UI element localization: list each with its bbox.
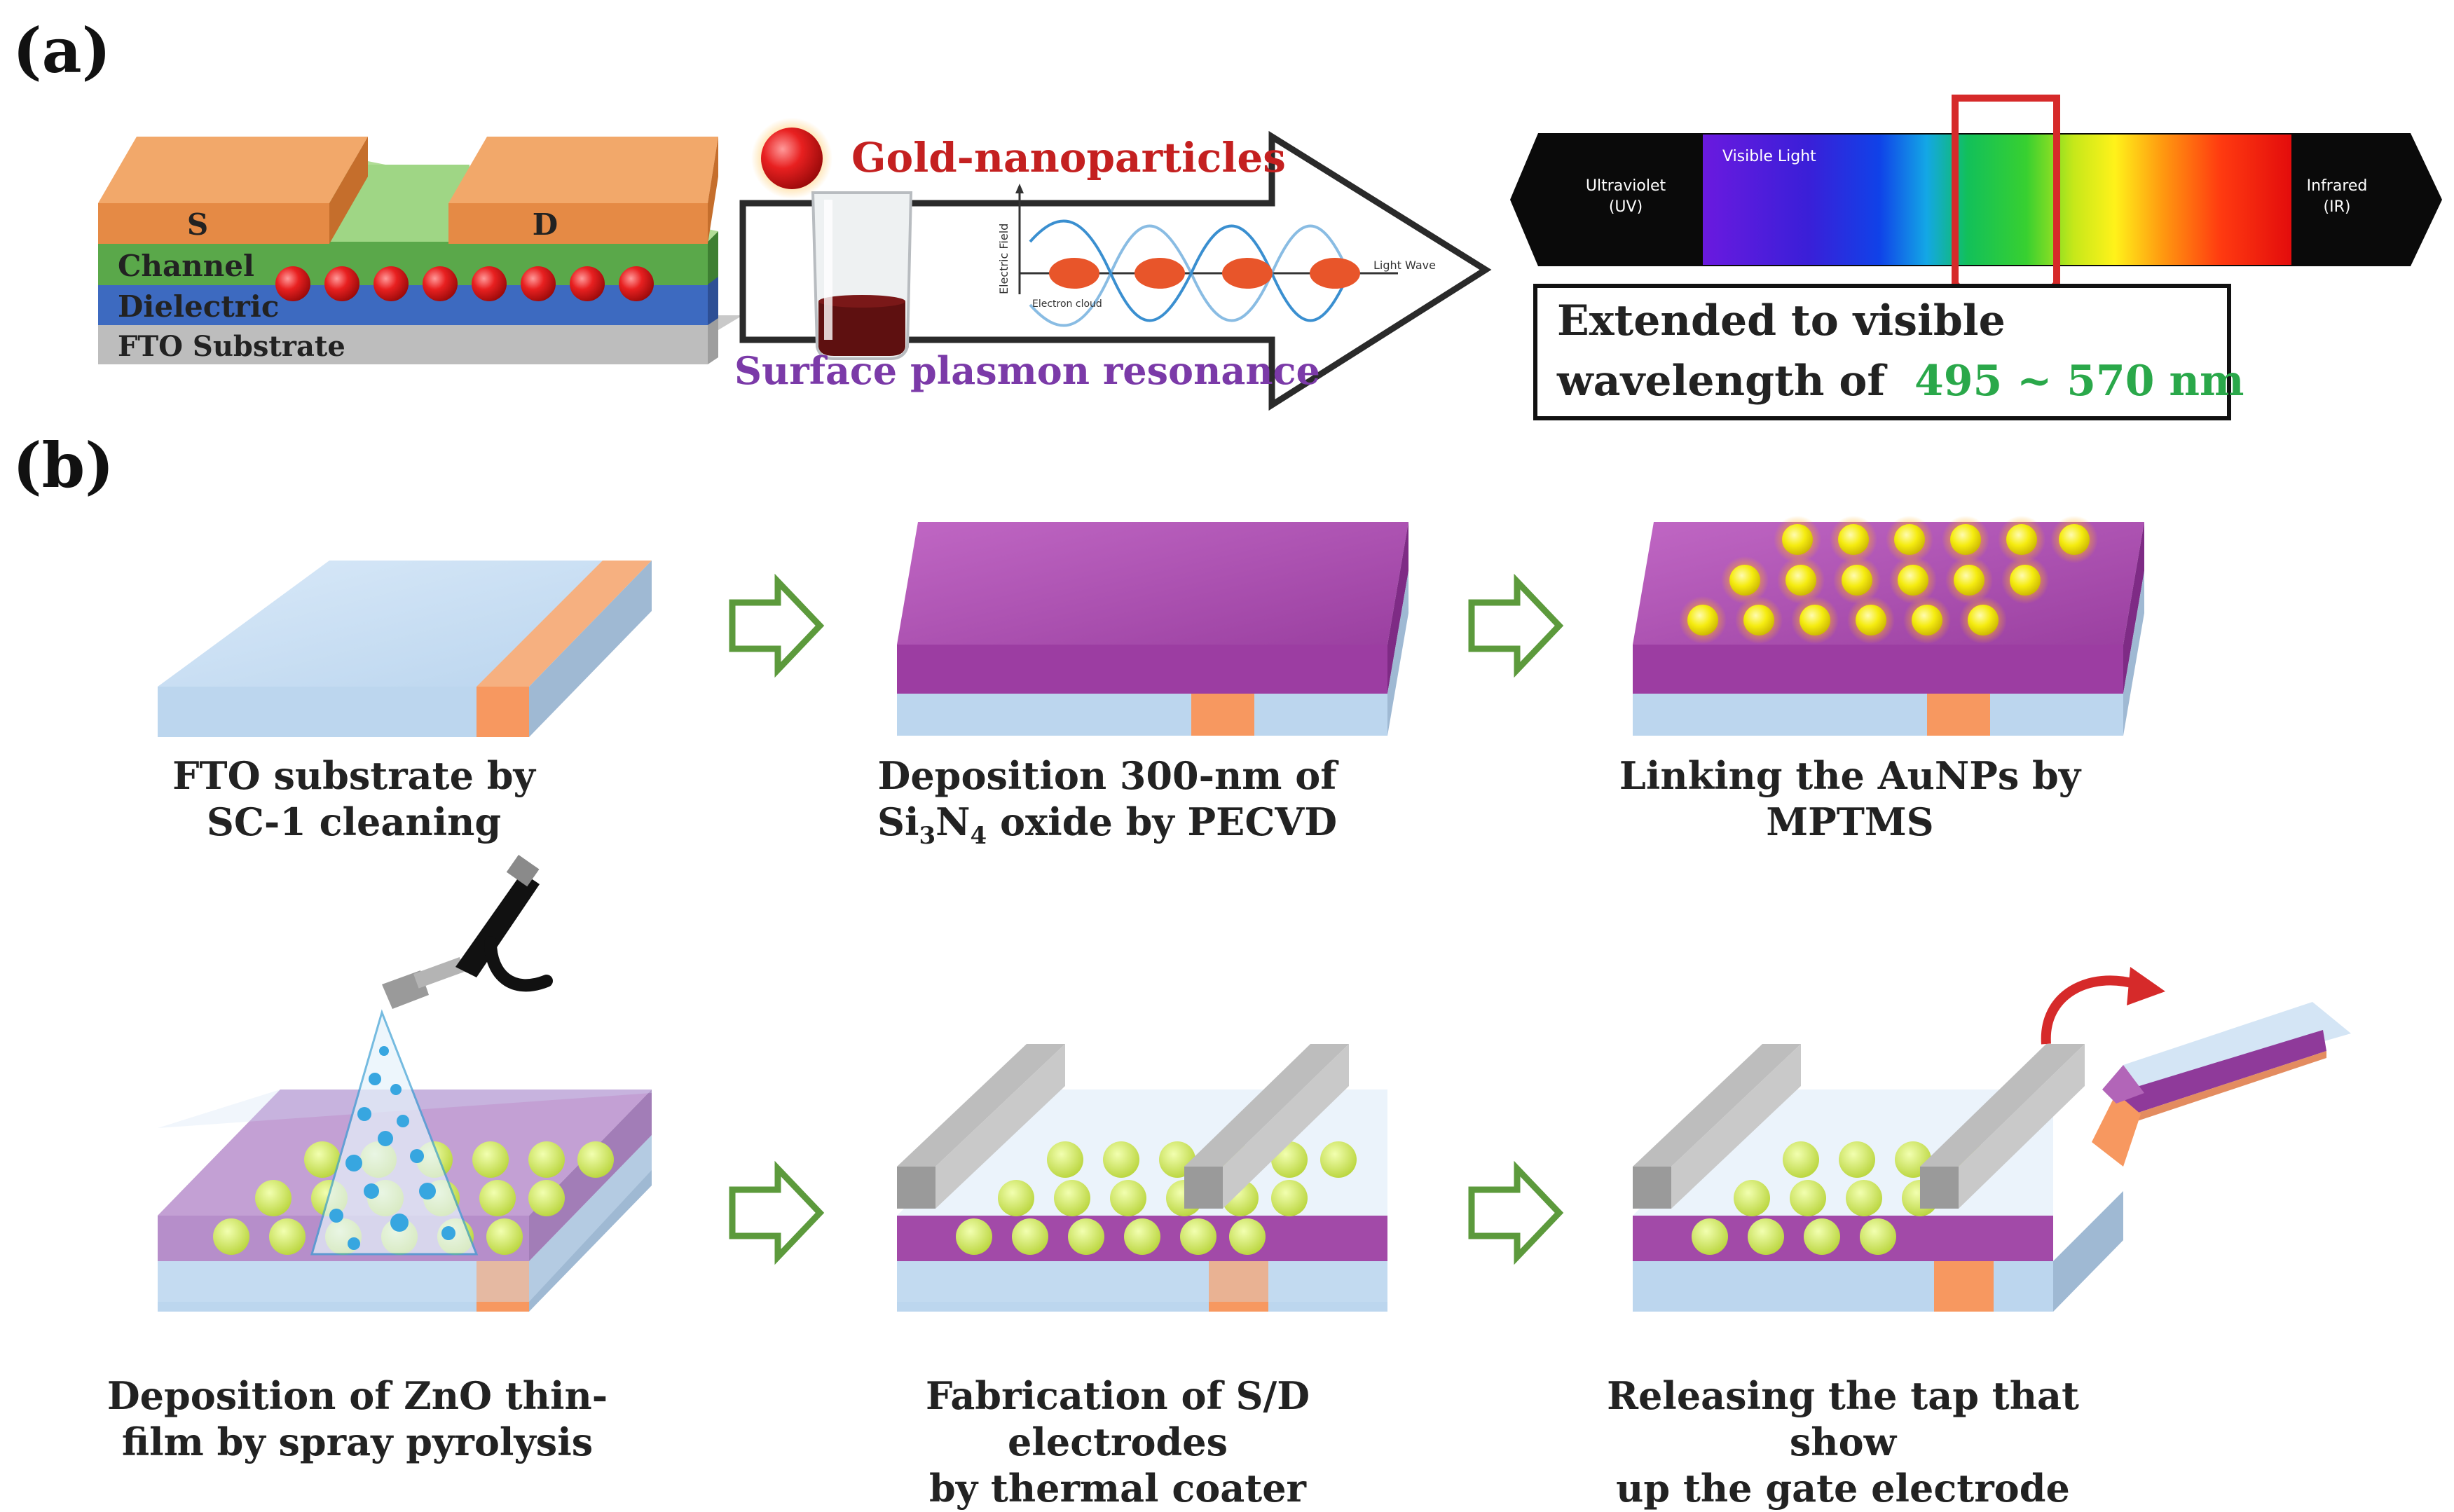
electron-cloud (1135, 258, 1185, 289)
fto-substrate-layer (98, 324, 708, 364)
step1-substrate (158, 561, 652, 737)
visible-light-label: Visible Light (1722, 148, 1816, 165)
process-arrow-icon (729, 573, 825, 678)
process-arrow-icon (1468, 1160, 1564, 1265)
step4-line2: film by spray pyrolysis (121, 1419, 594, 1464)
substrate-label: FTO Substrate (118, 330, 345, 363)
electron-cloud (1049, 258, 1099, 289)
released-piece (2092, 1002, 2351, 1167)
gold-nanoparticle (423, 266, 458, 301)
gold-nanoparticle (619, 266, 654, 301)
surface-plasmon-label: Surface plasmon resonance (734, 348, 1320, 393)
gold-nanoparticle (521, 266, 556, 301)
drain-label: D (533, 207, 558, 242)
channel-side (708, 231, 718, 284)
step6-line1: Releasing the tap that show (1607, 1373, 2079, 1464)
step3-line2: MPTMS (1766, 799, 1934, 844)
source-electrode (98, 203, 329, 244)
step4-zno (158, 855, 652, 1312)
drain-electrode (448, 203, 708, 244)
plasmon-arrow-group: Electric Field Electron cloud Light Wave… (734, 118, 1492, 411)
step5-electrodes (897, 1044, 1387, 1312)
light-wave-label: Light Wave (1373, 259, 1436, 272)
step2-oxide (897, 522, 1408, 736)
electron-cloud (1222, 258, 1273, 289)
step1-line1: FTO substrate by (172, 753, 535, 798)
channel-label: Channel (118, 249, 254, 283)
gold-nanoparticle (570, 266, 605, 301)
drain-top (448, 137, 718, 203)
extended-line2: wavelength of 495 ~ 570 nm (1557, 357, 2244, 406)
gold-nanoparticle (472, 266, 507, 301)
process-arrow-icon (729, 1160, 825, 1265)
extended-line1: Extended to visible (1557, 296, 2006, 345)
step4-caption: Deposition of ZnO thin- film by spray py… (98, 1373, 617, 1466)
step6-caption: Releasing the tap that show up the gate … (1556, 1373, 2130, 1512)
device-stack: S D Channel Dielectric FTO Substrate (98, 137, 743, 364)
source-top (98, 137, 368, 203)
extended-wavelength-box: Extended to visible wavelength of 495 ~ … (1533, 284, 2244, 420)
drain-side (708, 137, 718, 244)
spectrum-bar: Ultraviolet (UV) Visible Light Infrared … (1510, 95, 2442, 342)
gold-nanoparticle (275, 266, 310, 301)
ir-label-2: (IR) (2324, 198, 2351, 216)
beaker-icon (811, 191, 913, 360)
extended-range: 495 ~ 570 nm (1914, 357, 2244, 406)
step1-caption: FTO substrate by SC-1 cleaning (112, 753, 596, 846)
gold-nanoparticle (373, 266, 409, 301)
panel-b-label: (b) (13, 429, 114, 502)
source-side (329, 137, 368, 244)
step5-line1: Fabrication of S/D electrodes (925, 1373, 1310, 1464)
electron-cloud (1310, 258, 1360, 289)
electron-cloud-label: Electron cloud (1032, 298, 1102, 310)
spray-gun-icon (382, 855, 553, 1009)
step1-line2: SC-1 cleaning (206, 799, 502, 844)
step6-release (1633, 967, 2351, 1312)
electric-field-label: Electric Field (997, 224, 1010, 294)
step3-caption: Linking the AuNPs by MPTMS (1598, 753, 2102, 846)
step3-aunps (1633, 516, 2144, 736)
process-arrows (729, 573, 1564, 1265)
process-arrow-icon (1468, 573, 1564, 678)
peel-arrow-icon (2041, 975, 2139, 1045)
step5-caption: Fabrication of S/D electrodes by thermal… (820, 1373, 1415, 1512)
ir-label-1: Infrared (2307, 177, 2368, 195)
step2-line2: Si3N4 oxide by PECVD (877, 799, 1338, 850)
uv-label-1: Ultraviolet (1586, 177, 1666, 195)
source-label: S (187, 207, 208, 242)
gold-np-row (275, 266, 654, 301)
spray-droplets (329, 1046, 455, 1250)
gold-nanoparticle-icon (761, 128, 823, 189)
fto-substrate-side (708, 317, 718, 364)
dielectric-label: Dielectric (118, 289, 279, 324)
source-electrode-bar (897, 1044, 1065, 1167)
gold-nanoparticles-label: Gold-nanoparticles (851, 134, 1286, 181)
wave-diagram: Electric Field Electron cloud Light Wave (997, 184, 1436, 327)
panel-a-label: (a) (13, 14, 111, 87)
dielectric-side (708, 276, 718, 325)
gold-nanoparticle (324, 266, 359, 301)
step4-line1: Deposition of ZnO thin- (107, 1373, 608, 1418)
drain-electrode-bar (1184, 1044, 1349, 1167)
uv-label-2: (UV) (1609, 198, 1643, 216)
extended-line2-prefix: wavelength of (1557, 357, 1886, 406)
exposed-gate-contact (2092, 1093, 2141, 1167)
aunp-array (1679, 516, 2098, 644)
step2-line1: Deposition 300-nm of (877, 753, 1337, 798)
spectrum-visible-band (1703, 135, 2291, 265)
step2-caption: Deposition 300-nm of Si3N4 oxide by PECV… (855, 753, 1359, 851)
step3-line1: Linking the AuNPs by (1619, 753, 2081, 798)
